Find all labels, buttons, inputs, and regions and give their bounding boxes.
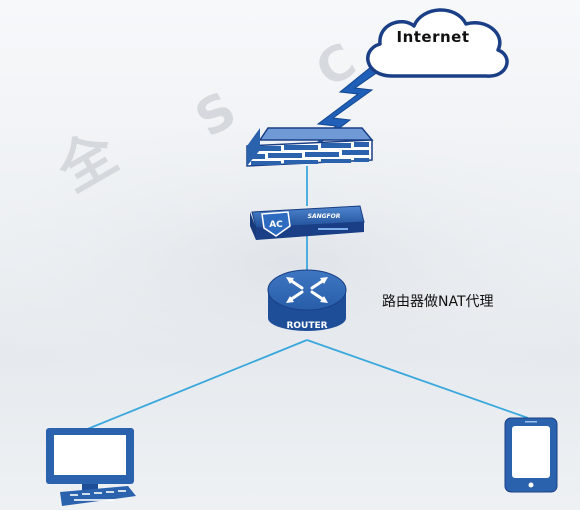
tablet-screen: [512, 426, 550, 478]
network-links: [84, 166, 529, 431]
tablet-speaker: [525, 421, 537, 423]
shield-icon: [261, 211, 291, 237]
router-device: ROUTER: [267, 269, 347, 331]
keyboard-keys: [70, 490, 126, 501]
firewall-device: [246, 127, 374, 167]
router-nat-label: 路由器做NAT代理: [382, 294, 494, 310]
internet-cloud: Internet: [366, 8, 509, 78]
link-router-tablet: [306, 339, 529, 419]
firewall-top: [258, 127, 374, 141]
router-top: [267, 269, 347, 311]
firewall-bricks-icon: [251, 142, 369, 165]
tablet-device: [504, 417, 558, 493]
ac-appliance: AC SANGFOR: [250, 205, 365, 240]
ac-indicator: [318, 228, 348, 230]
monitor-stand: [82, 484, 98, 492]
cloud-icon: [366, 8, 509, 78]
ac-side: [250, 212, 256, 240]
router-label: ROUTER: [286, 321, 327, 331]
link-router-pc: [84, 339, 308, 431]
router-arrowheads: [286, 277, 328, 303]
tablet-home-button: [528, 482, 534, 488]
monitor-screen: [54, 435, 126, 475]
cloud-label: Internet: [396, 28, 469, 46]
desktop-pc: [46, 428, 136, 506]
vendor-label: SANGFOR: [308, 213, 341, 220]
router-arrows-icon: [288, 278, 326, 302]
ac-label: AC: [269, 220, 283, 230]
